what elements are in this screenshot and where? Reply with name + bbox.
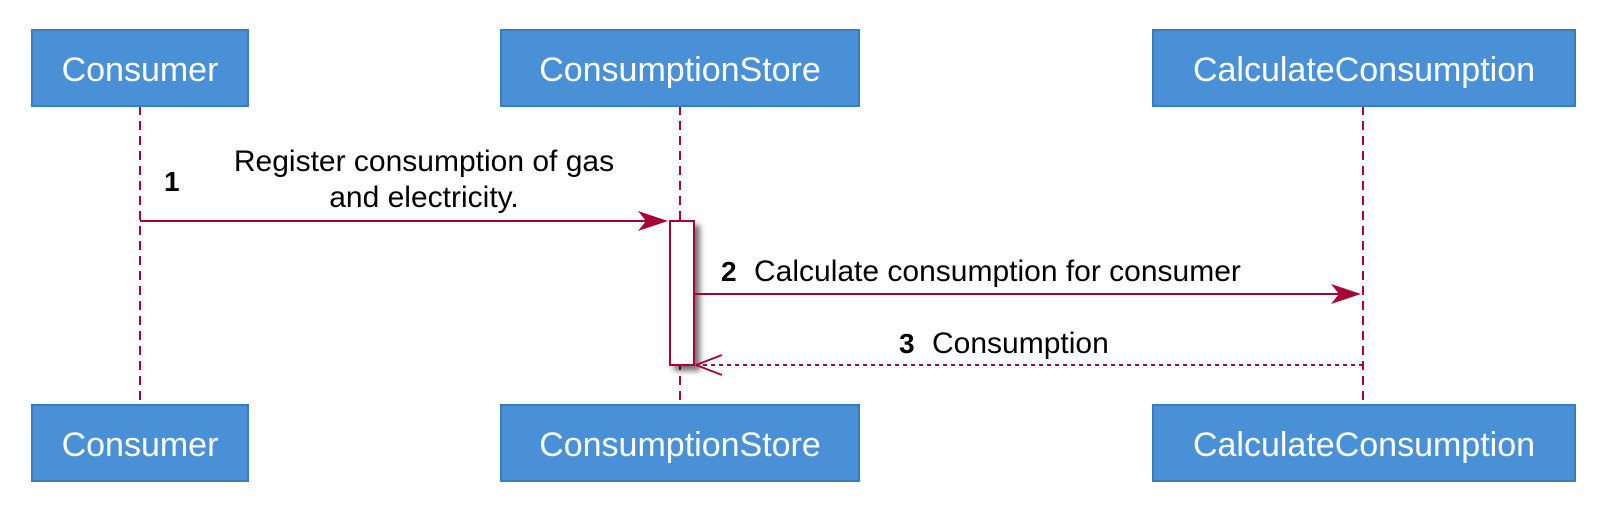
message-label: Consumption: [932, 327, 1109, 360]
activation-bar: [669, 220, 695, 366]
participant-calc-bottom: CalculateConsumption: [1152, 404, 1576, 482]
participant-label: Consumer: [62, 51, 219, 89]
participant-store-bottom: ConsumptionStore: [500, 404, 860, 482]
participant-calc-top: CalculateConsumption: [1152, 29, 1576, 107]
participant-label: Consumer: [62, 426, 219, 464]
message-label: and electricity.: [329, 181, 519, 214]
participant-label: CalculateConsumption: [1193, 51, 1535, 89]
arrowhead-icon: [1331, 284, 1361, 304]
arrowhead-icon: [638, 211, 668, 231]
message-label: Register consumption of gas: [234, 145, 614, 178]
message-number: 2: [721, 256, 737, 287]
message-number: 1: [164, 166, 180, 197]
message-number: 3: [899, 328, 915, 359]
participant-consumer-top: Consumer: [31, 29, 249, 107]
participant-label: ConsumptionStore: [539, 426, 821, 464]
participant-label: ConsumptionStore: [539, 51, 821, 89]
arrowhead-icon: [695, 354, 723, 376]
participant-label: CalculateConsumption: [1193, 426, 1535, 464]
message-label: Calculate consumption for consumer: [754, 255, 1241, 288]
message-2: 2 Calculate consumption for consumer: [694, 255, 1361, 304]
message-3: 3 Consumption: [695, 327, 1363, 376]
participant-store-top: ConsumptionStore: [500, 29, 860, 107]
message-1: 1 Register consumption of gas and electr…: [140, 145, 668, 231]
participant-consumer-bottom: Consumer: [31, 404, 249, 482]
